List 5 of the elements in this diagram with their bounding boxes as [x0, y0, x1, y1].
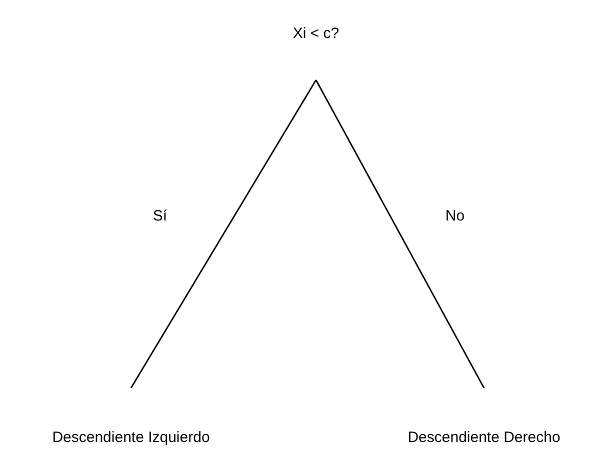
- node-label: Descendiente Izquierdo: [52, 429, 210, 446]
- connector-line: [130, 80, 317, 388]
- connector-line: [315, 80, 485, 388]
- node-label: Descendiente Derecho: [408, 429, 560, 446]
- node-label: Xi < c?: [292, 25, 340, 42]
